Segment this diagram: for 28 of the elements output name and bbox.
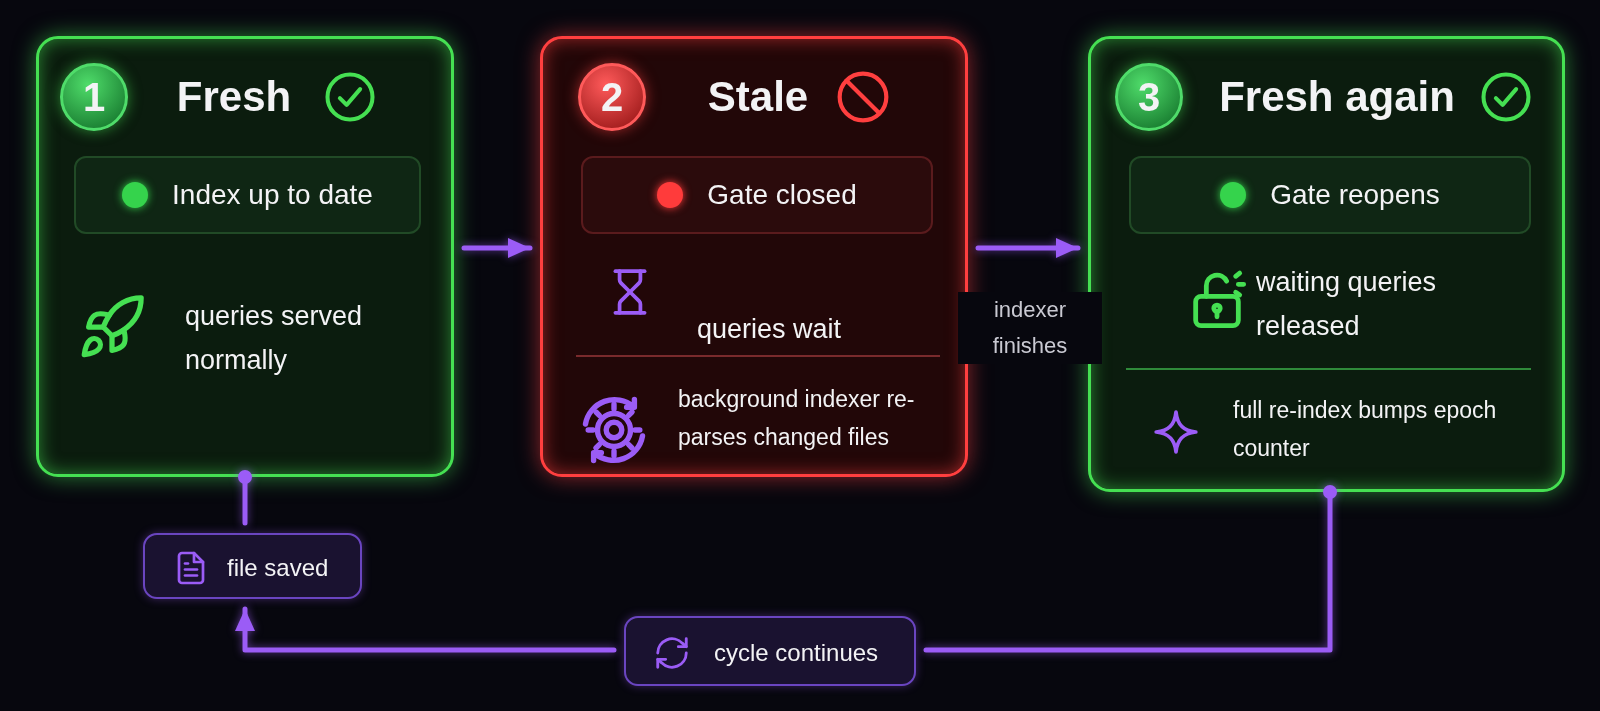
event-text: cycle continues: [714, 639, 879, 667]
status-text: Gate reopens: [1270, 179, 1440, 211]
card-title: Stale: [706, 73, 810, 121]
status-text: Index up to date: [172, 179, 373, 211]
state-card: [540, 36, 968, 477]
state-card: [1088, 36, 1565, 492]
number-badge: 2: [578, 63, 646, 131]
state-card: [36, 36, 454, 477]
event-pill: [624, 616, 916, 686]
status-text: Gate closed: [707, 179, 857, 211]
event-pill: [143, 533, 362, 599]
card-title: Fresh again: [1218, 73, 1456, 121]
edge-label: indexer finishes: [958, 292, 1102, 364]
card-text: queries wait: [697, 313, 843, 346]
connector-arrow: [235, 606, 617, 653]
card-title: Fresh: [175, 73, 293, 121]
number-badge: 1: [60, 63, 128, 131]
card-text: waiting queries released: [1256, 266, 1438, 343]
event-text: file saved: [227, 554, 329, 582]
status-pill: [74, 156, 421, 234]
connector-arrow: [975, 238, 1081, 258]
status-pill: [581, 156, 933, 234]
card-text: full re-index bumps epoch counter: [1233, 396, 1498, 463]
number-badge: 3: [1115, 63, 1183, 131]
connector-arrow: [461, 238, 533, 258]
card-text: queries served normally: [185, 300, 364, 377]
status-pill: [1129, 156, 1531, 234]
card-text: background indexer re-parses changed files: [678, 385, 916, 452]
